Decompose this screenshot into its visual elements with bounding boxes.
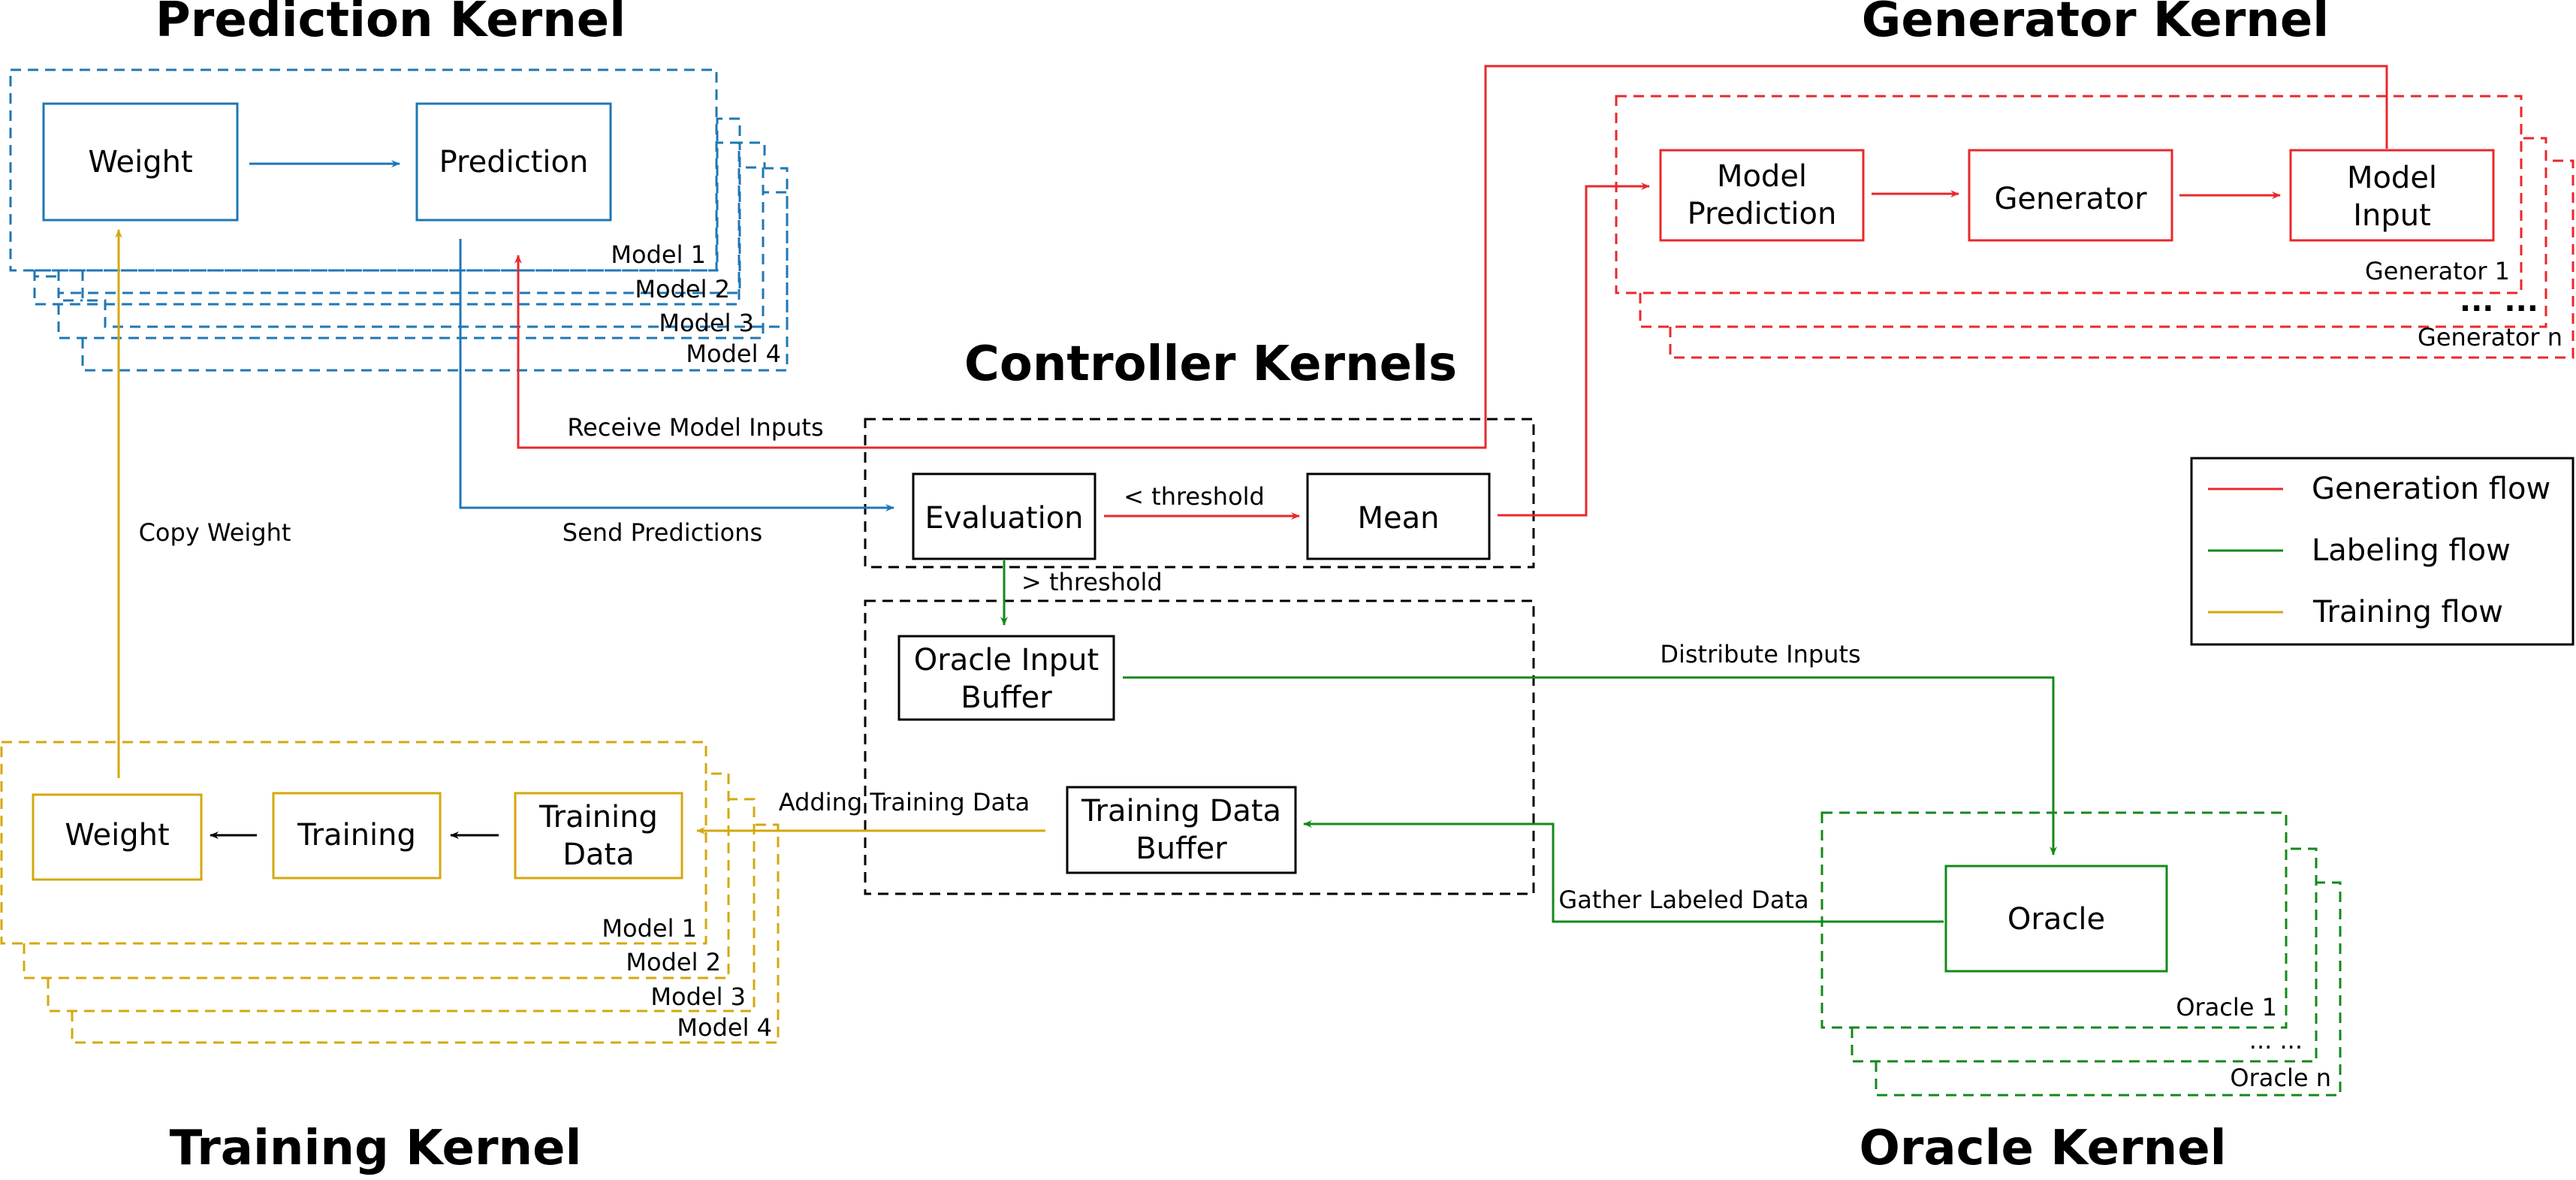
distribute-inputs-flow bbox=[1123, 676, 2057, 856]
prediction-kernel bbox=[9, 68, 789, 328]
training-data-buffer-label-line2: Buffer bbox=[1136, 831, 1227, 866]
model-input-label-line1: Model bbox=[2347, 161, 2437, 195]
prediction-model-4-label: Model 4 bbox=[686, 340, 781, 368]
generator-kernel-title: Generator Kernel bbox=[1862, 0, 2329, 48]
evaluation-label: Evaluation bbox=[925, 501, 1083, 536]
model-input-box bbox=[2289, 149, 2495, 242]
training-model-3-label: Model 3 bbox=[650, 982, 746, 1011]
oracle-label: Oracle bbox=[2007, 902, 2105, 937]
evaluation-box bbox=[912, 472, 1096, 560]
training-data-buffer-label-line1: Training Data bbox=[1081, 794, 1281, 828]
legend-labeling-label: Labeling flow bbox=[2312, 533, 2511, 568]
prediction-model-4-frame bbox=[81, 167, 789, 328]
generator-label: Generator bbox=[1994, 182, 2147, 216]
controller-frames bbox=[864, 418, 1535, 895]
model-prediction-box bbox=[1659, 149, 1865, 242]
gather-labeled-data-flow bbox=[1303, 820, 1944, 923]
training-model-1-label: Model 1 bbox=[602, 914, 697, 943]
prediction-weight-box bbox=[42, 102, 239, 222]
training-model-2-label: Model 2 bbox=[626, 948, 721, 976]
mean-label: Mean bbox=[1358, 501, 1440, 536]
copy-weight-label: Copy Weight bbox=[139, 518, 291, 547]
receive-model-inputs-flow bbox=[514, 65, 2388, 449]
legend: Generation flow Labeling flow Training f… bbox=[2190, 457, 2574, 646]
above-threshold-label: > threshold bbox=[1021, 568, 1163, 596]
generator-n-label: Generator n bbox=[2418, 323, 2562, 352]
generator-box bbox=[1968, 149, 2173, 242]
prediction-label: Prediction bbox=[439, 145, 589, 180]
training-stack bbox=[0, 741, 780, 1044]
oracle-n-label: Oracle n bbox=[2230, 1064, 2331, 1092]
prediction-weight-label: Weight bbox=[88, 145, 192, 180]
mean-box bbox=[1306, 472, 1491, 560]
oracle-input-buffer-box bbox=[897, 635, 1115, 721]
training-data-label-line1: Training bbox=[538, 800, 658, 834]
prediction-model-3-frame-bottom bbox=[57, 270, 83, 302]
controller-kernels-title: Controller Kernels bbox=[964, 336, 1457, 392]
generator-dots: ... ... bbox=[2460, 284, 2538, 318]
model-input-label-line2: Input bbox=[2353, 198, 2431, 233]
prediction-model-3-label: Model 3 bbox=[659, 309, 754, 337]
oracle-input-buffer-label-line1: Oracle Input bbox=[914, 643, 1099, 678]
oracle-1-label: Oracle 1 bbox=[2176, 993, 2277, 1022]
training-data-label-line2: Data bbox=[563, 837, 635, 872]
prediction-model-1-label: Model 1 bbox=[611, 240, 706, 269]
training-model-1-frame bbox=[0, 741, 707, 945]
oracle-input-buffer-label-line2: Buffer bbox=[961, 681, 1052, 715]
legend-training-label: Training flow bbox=[2312, 595, 2503, 629]
prediction-kernel-title: Prediction Kernel bbox=[155, 0, 626, 48]
model-prediction-label-line1: Model bbox=[1717, 159, 1807, 194]
receive-model-inputs-label: Receive Model Inputs bbox=[567, 413, 823, 442]
oracle-kernel-title: Oracle Kernel bbox=[1859, 1121, 2226, 1176]
training-kernel-title: Training Kernel bbox=[170, 1121, 582, 1176]
prediction-model-2-label: Model 2 bbox=[635, 275, 730, 303]
oracle-box bbox=[1944, 865, 2168, 973]
adding-training-data-label: Adding Training Data bbox=[779, 788, 1030, 816]
training-weight-box bbox=[32, 793, 203, 881]
training-weight-label: Weight bbox=[65, 818, 169, 853]
oracle-dots: ... ... bbox=[2249, 1026, 2303, 1055]
prediction-model-1-frame bbox=[9, 68, 718, 272]
prediction-stack bbox=[33, 141, 789, 372]
training-box bbox=[272, 792, 442, 880]
send-predictions-flow bbox=[459, 239, 894, 512]
training-model-4-label: Model 4 bbox=[677, 1013, 772, 1042]
distribute-inputs-label: Distribute Inputs bbox=[1660, 640, 1860, 668]
controller-buffer-frame bbox=[864, 599, 1535, 895]
generator-stack bbox=[1615, 95, 2574, 359]
training-data-box bbox=[514, 792, 683, 880]
mean-to-model-prediction-flow bbox=[1498, 183, 1650, 517]
send-predictions-label: Send Predictions bbox=[563, 518, 762, 547]
below-threshold-label: < threshold bbox=[1124, 482, 1265, 511]
prediction-box bbox=[415, 102, 612, 222]
gather-labeled-data-label: Gather Labeled Data bbox=[1558, 886, 1808, 914]
training-data-buffer-box bbox=[1066, 786, 1297, 874]
legend-generation-label: Generation flow bbox=[2312, 472, 2550, 506]
model-prediction-label-line2: Prediction bbox=[1688, 197, 1837, 231]
training-label: Training bbox=[297, 818, 416, 853]
generator-1-label: Generator 1 bbox=[2365, 257, 2510, 285]
controller-evaluation-frame bbox=[864, 418, 1535, 569]
generator-1-frame bbox=[1615, 95, 2523, 294]
